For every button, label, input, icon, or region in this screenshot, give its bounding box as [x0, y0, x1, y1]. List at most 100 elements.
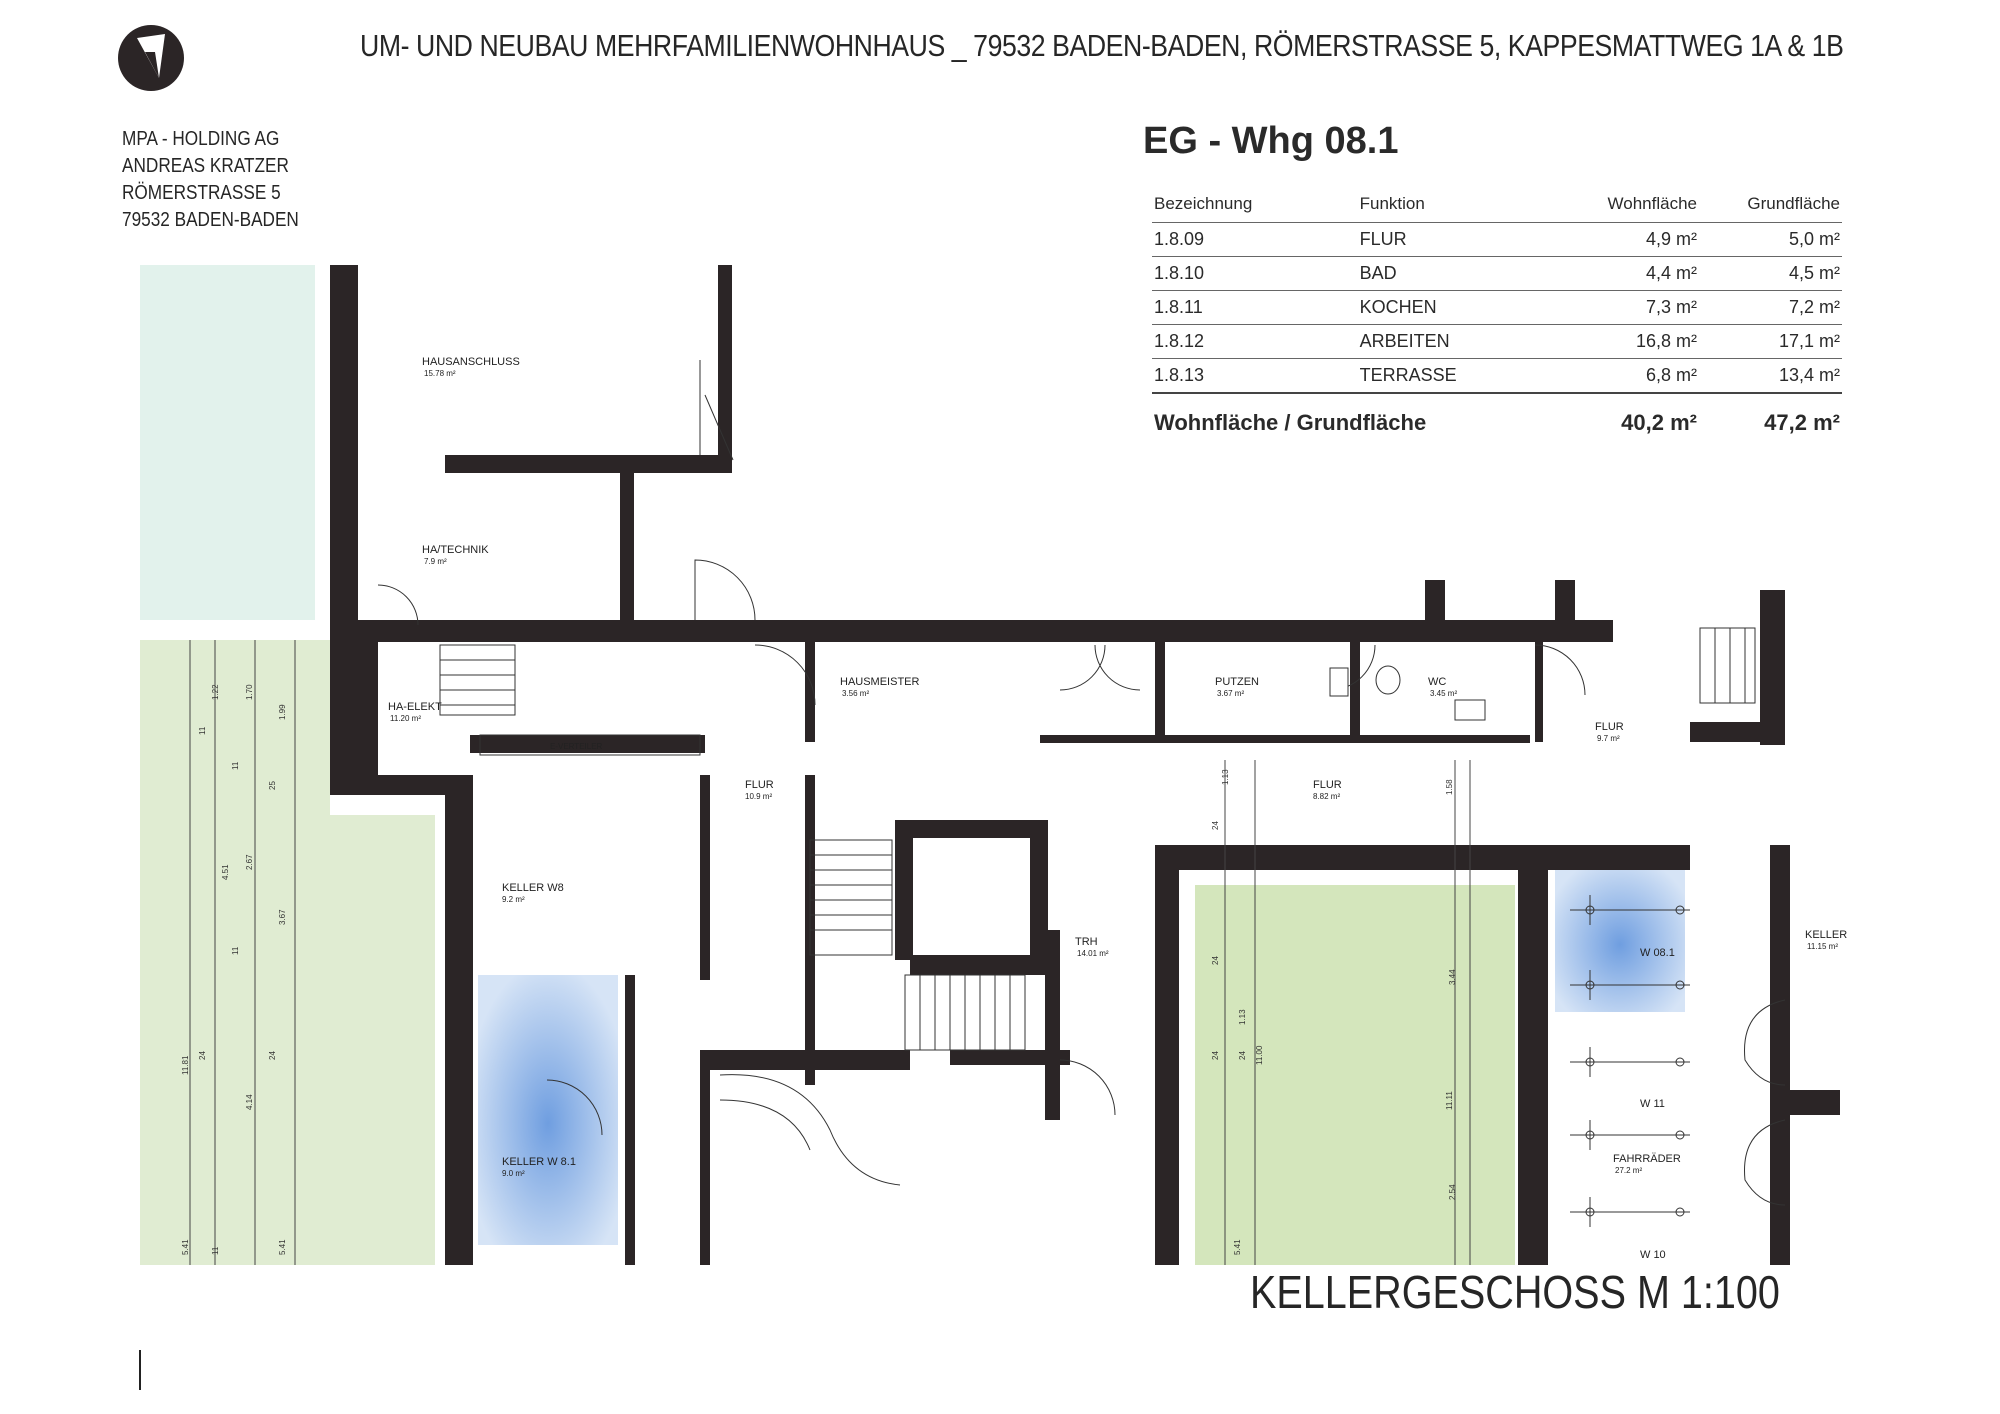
room-label: W 11	[1640, 1098, 1665, 1110]
room-label: KELLER W8	[502, 882, 564, 894]
dimension-label: 11	[198, 726, 207, 735]
room-area: 7.9 m²	[424, 557, 447, 566]
room-label: PUTZEN	[1215, 676, 1259, 688]
dimension-lines	[189, 640, 1471, 1265]
room-area: 9.2 m²	[502, 895, 525, 904]
room-area: 3.67 m²	[1217, 689, 1244, 698]
room-label: WC	[1428, 676, 1446, 688]
room-area: 8.82 m²	[1313, 792, 1340, 801]
total-living-area: 40,2 m²	[1560, 392, 1699, 442]
room-area: 3.56 m²	[842, 689, 869, 698]
dimension-label: 5.41	[278, 1239, 287, 1255]
dimension-label: 25	[268, 781, 277, 790]
room-label: KELLER	[1805, 929, 1847, 941]
floor-area: 7,2 m²	[1699, 290, 1842, 325]
company-line: RÖMERSTRASSE 5	[122, 182, 281, 204]
washbasin-icon	[1454, 699, 1486, 721]
doors	[377, 360, 1586, 1136]
blue-area-keller-w81	[478, 975, 618, 1245]
room-id: 1.8.12	[1152, 324, 1358, 359]
bicycle-icons	[1570, 895, 1690, 1227]
total-label: Wohnfläche / Grundfläche	[1152, 392, 1561, 442]
room-area: 11.20 m²	[390, 714, 421, 723]
dimension-label: 24	[1211, 1051, 1220, 1060]
room-function: BAD	[1357, 256, 1561, 291]
column-header: Funktion	[1359, 194, 1425, 213]
company-line: 79532 BADEN-BADEN	[122, 209, 299, 231]
room-id: 1.8.10	[1152, 256, 1358, 291]
north-arrow-icon	[118, 25, 184, 91]
table-row: 1.8.11 KOCHEN 7,3 m² 7,2 m²	[1152, 290, 1842, 325]
dimension-label: 11	[231, 761, 240, 770]
floor-area: 13,4 m²	[1699, 358, 1842, 393]
company-line: MPA - HOLDING AG	[122, 128, 280, 150]
e-verteiler-box	[479, 734, 701, 756]
living-area: 16,8 m²	[1560, 324, 1699, 359]
toilet-icon	[1375, 665, 1401, 695]
floor-area: 5,0 m²	[1699, 222, 1842, 257]
dimension-labels: 1.22 1.70 1.99 11 11 25 4.51 2.67 3.67 1…	[181, 684, 1457, 1255]
room-label: FLUR	[745, 779, 774, 791]
column-header: Wohnfläche	[1607, 194, 1697, 213]
table-row: 1.8.13 TERRASSE 6,8 m² 13,4 m²	[1152, 358, 1842, 393]
room-area: 9.7 m²	[1597, 734, 1620, 743]
dimension-label: 1.13	[1221, 769, 1230, 785]
stairs	[439, 627, 1786, 1206]
unit-title: EG - Whg 08.1	[1143, 120, 1399, 162]
room-labels: HAUSANSCHLUSS 15.78 m² HA/TECHNIK 7.9 m²…	[388, 356, 1847, 1261]
dimension-label: 3.44	[1448, 969, 1457, 985]
company-address: MPA - HOLDING AG ANDREAS KRATZER RÖMERST…	[122, 126, 299, 234]
dimension-label: 1.13	[1238, 1009, 1247, 1025]
living-area: 6,8 m²	[1560, 358, 1699, 393]
room-label: W 10	[1640, 1249, 1666, 1261]
room-label: KELLER W 8.1	[502, 1156, 576, 1168]
floor-scale-label: KELLERGESCHOSS M 1:100	[1250, 1266, 1780, 1318]
green-area-left	[140, 640, 330, 1265]
dimension-label: 1.99	[278, 704, 287, 720]
company-line: ANDREAS KRATZER	[122, 155, 289, 177]
dimension-label: 4.51	[221, 864, 230, 880]
column-header: Bezeichnung	[1154, 194, 1253, 213]
total-floor-area: 47,2 m²	[1699, 392, 1842, 442]
room-id: 1.8.13	[1152, 358, 1358, 393]
sanitary-fixtures	[1329, 665, 1486, 721]
room-area: 9.0 m²	[502, 1169, 525, 1178]
table-header-row: Bezeichnung Funktion Wohnfläche Grundflä…	[1152, 190, 1842, 223]
dimension-label: 5.41	[181, 1239, 190, 1255]
table-row: 1.8.09 FLUR 4,9 m² 5,0 m²	[1152, 222, 1842, 257]
table-row: 1.8.12 ARBEITEN 16,8 m² 17,1 m²	[1152, 324, 1842, 359]
room-label: FLUR	[1313, 779, 1342, 791]
dimension-label: 11	[231, 946, 240, 955]
dimension-label: 24	[1211, 956, 1220, 965]
dimension-label: 24	[1238, 1051, 1247, 1060]
column-header: Grundfläche	[1747, 194, 1840, 213]
room-label: TRH	[1075, 936, 1098, 948]
dimension-label: 24	[1211, 821, 1220, 830]
mint-area	[140, 265, 315, 620]
dimension-label: 1.22	[211, 684, 220, 700]
green-area-center	[1195, 885, 1515, 1265]
bicycle-icon	[1570, 1197, 1690, 1227]
room-label: HAUSANSCHLUSS	[422, 356, 520, 368]
room-function: KOCHEN	[1357, 290, 1561, 325]
dimension-label: 11.11	[1445, 1091, 1454, 1110]
dimension-label: 11	[211, 1246, 220, 1255]
room-label: W 08.1	[1640, 947, 1675, 959]
area-table: Bezeichnung Funktion Wohnfläche Grundflä…	[1152, 190, 1842, 442]
room-id: 1.8.11	[1152, 290, 1358, 325]
dimension-label: 1.70	[245, 684, 254, 700]
dimension-label: 1.58	[1445, 779, 1454, 795]
room-label: HA-ELEKT	[388, 701, 442, 713]
dimension-label: 5.41	[1233, 1239, 1242, 1255]
room-label: HA/TECHNIK	[422, 544, 489, 556]
dimension-label: 24	[268, 1051, 277, 1060]
bicycle-icon	[1570, 970, 1690, 1000]
room-label: FAHRRÄDER	[1613, 1153, 1681, 1165]
room-area: 3.45 m²	[1430, 689, 1457, 698]
room-label: FLUR	[1595, 721, 1624, 733]
room-area: 27.2 m²	[1615, 1166, 1642, 1175]
floor-area: 17,1 m²	[1699, 324, 1842, 359]
room-area: 10.9 m²	[745, 792, 772, 801]
dimension-label: 2.67	[245, 854, 254, 870]
